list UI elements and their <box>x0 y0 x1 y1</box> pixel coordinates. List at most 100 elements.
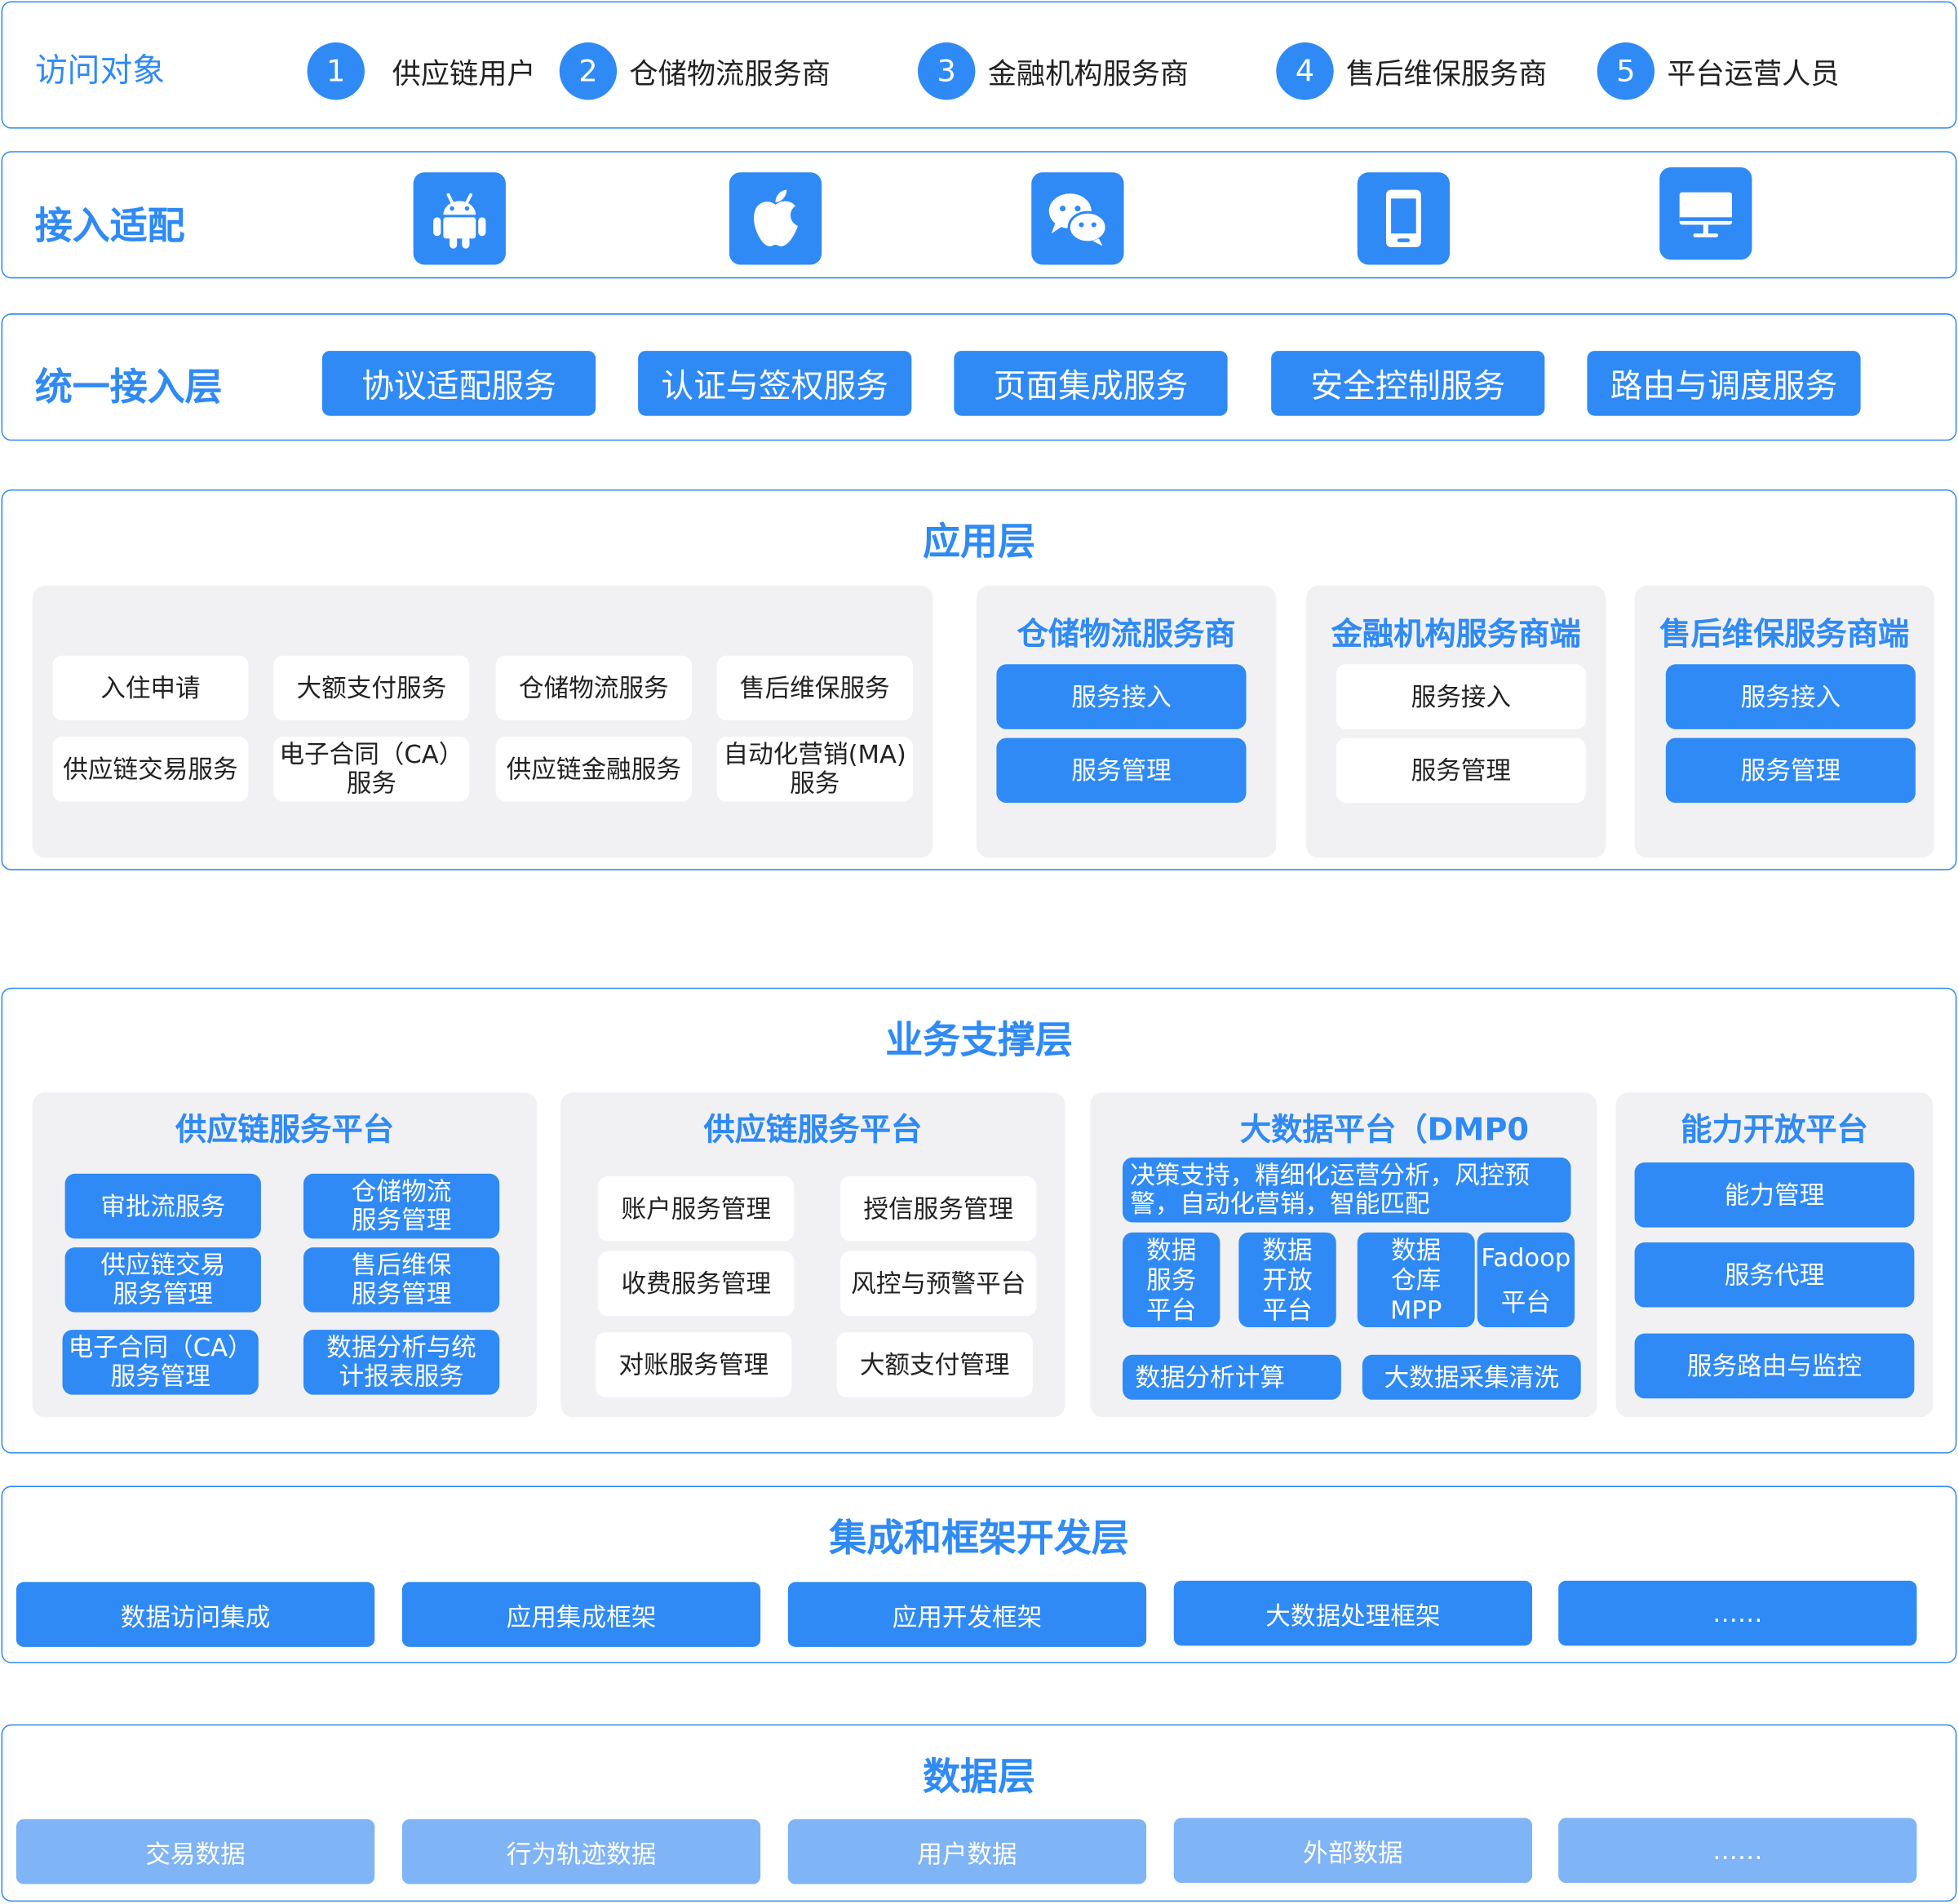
service-routing-monitoring: 服务路由与监控 <box>1634 1333 1915 1399</box>
fadoop-platform: Fadoop 平台 <box>1477 1232 1575 1328</box>
aftersales-service-access: 服务接入 <box>1665 664 1916 729</box>
unified-access-title: 统一接入层 <box>34 365 223 410</box>
data-service-platform: 数据 服务 平台 <box>1123 1232 1220 1328</box>
data-layer-band: 数据层 交易数据 行为轨迹数据 用户数据 外部数据 …… <box>1 1724 1957 1902</box>
user-data: 用户数据 <box>787 1819 1147 1884</box>
visitor-label-1: 供应链用户 <box>392 58 536 91</box>
warehouse-service-management: 仓储物流 服务管理 <box>303 1173 500 1239</box>
access-adapt-title: 接入适配 <box>34 205 185 249</box>
visitor-number-3: 3 <box>917 42 976 100</box>
finance-provider-panel: 金融机构服务商端 服务接入 服务管理 <box>1306 585 1606 858</box>
scm-platform-panel-1: 供应链服务平台 审批流服务 仓储物流 服务管理 供应链交易 服务管理 售后维保 … <box>32 1092 538 1418</box>
risk-warning-platform: 风控与预警平台 <box>840 1251 1037 1317</box>
bigdata-process-framework: 大数据处理框架 <box>1173 1580 1533 1646</box>
visitor-item-1: 1 供应链用户 <box>307 42 536 100</box>
protocol-adapt-service: 协议适配服务 <box>321 351 596 416</box>
app-service-7: 供应链金融服务 <box>495 737 692 802</box>
data-more: …… <box>1558 1818 1917 1884</box>
visitor-label-3: 金融机构服务商 <box>987 58 1189 91</box>
warehouse-provider-panel: 仓储物流服务商 服务接入 服务管理 <box>976 585 1277 858</box>
fee-service-management: 收费服务管理 <box>598 1251 795 1317</box>
app-layer-band: 应用层 入住申请 大额支付服务 仓储物流服务 售后维保服务 供应链交易服务 电子… <box>1 489 1957 870</box>
large-payment-management: 大额支付管理 <box>836 1332 1033 1397</box>
scm-platform-title-1: 供应链服务平台 <box>175 1111 394 1148</box>
biz-layer-title: 业务支撑层 <box>885 1018 1073 1063</box>
finance-provider-title: 金融机构服务商端 <box>1331 615 1581 652</box>
page-integration-service: 页面集成服务 <box>954 351 1228 416</box>
behavior-track-data: 行为轨迹数据 <box>401 1819 761 1884</box>
bigdata-capabilities-banner: 决策支持，精细化运营分析，风控预 警，自动化营销，智能匹配 <box>1123 1157 1571 1223</box>
e-contract-service-management: 电子合同（CA） 服务管理 <box>62 1330 259 1395</box>
data-warehouse-mpp: 数据 仓库 MPP <box>1357 1232 1475 1328</box>
scm-platform-panel-2: 供应链服务平台 账户服务管理 授信服务管理 收费服务管理 风控与预警平台 对账服… <box>560 1092 1065 1418</box>
open-capability-title: 能力开放平台 <box>1681 1111 1868 1148</box>
access-adapt-band: 接入适配 <box>1 151 1957 279</box>
visitor-item-5: 5 平台运营人员 <box>1597 42 1840 100</box>
open-capability-panel: 能力开放平台 能力管理 服务代理 服务路由与监控 <box>1615 1092 1934 1418</box>
visitor-item-3: 3 金融机构服务商 <box>917 42 1189 100</box>
android-icon <box>413 172 506 265</box>
auth-service: 认证与签权服务 <box>638 351 912 416</box>
integration-layer-title: 集成和框架开发层 <box>829 1517 1129 1561</box>
scm-platform-title-2: 供应链服务平台 <box>703 1111 923 1148</box>
visitor-number-4: 4 <box>1276 42 1334 100</box>
aftersales-service-manage: 服务管理 <box>1665 737 1916 804</box>
warehouse-provider-title: 仓储物流服务商 <box>1017 615 1236 652</box>
app-services-panel: 入住申请 大额支付服务 仓储物流服务 售后维保服务 供应链交易服务 电子合同（C… <box>32 585 933 858</box>
finance-service-manage: 服务管理 <box>1336 737 1586 804</box>
mobile-icon <box>1357 172 1451 265</box>
visitors-title: 访问对象 <box>34 52 166 91</box>
visitor-label-5: 平台运营人员 <box>1667 58 1840 91</box>
finance-service-access: 服务接入 <box>1336 664 1586 729</box>
app-service-8: 自动化营销(MA) 服务 <box>716 737 913 802</box>
integration-more: …… <box>1558 1580 1917 1646</box>
service-proxy: 服务代理 <box>1634 1242 1915 1308</box>
capability-management: 能力管理 <box>1634 1162 1915 1228</box>
external-data: 外部数据 <box>1173 1818 1533 1884</box>
data-layer-title: 数据层 <box>923 1756 1035 1800</box>
visitor-label-2: 仓储物流服务商 <box>629 58 831 91</box>
visitor-number-2: 2 <box>559 42 618 100</box>
app-service-4: 售后维保服务 <box>716 655 913 721</box>
data-open-platform: 数据 开放 平台 <box>1238 1232 1336 1328</box>
security-control-service: 安全控制服务 <box>1271 351 1545 416</box>
app-service-2: 大额支付服务 <box>273 655 470 721</box>
aftersales-provider-title: 售后维保服务商端 <box>1659 615 1910 652</box>
app-service-1: 入住申请 <box>52 655 249 721</box>
biz-layer-band: 业务支撑层 供应链服务平台 审批流服务 仓储物流 服务管理 供应链交易 服务管理… <box>1 987 1957 1454</box>
app-service-5: 供应链交易服务 <box>52 737 249 802</box>
approval-flow-service: 审批流服务 <box>64 1173 261 1239</box>
unified-access-band: 统一接入层 协议适配服务 认证与签权服务 页面集成服务 安全控制服务 路由与调度… <box>1 313 1957 441</box>
app-service-6: 电子合同（CA） 服务 <box>273 737 470 802</box>
aftersales-provider-panel: 售后维保服务商端 服务接入 服务管理 <box>1634 585 1934 858</box>
visitor-number-1: 1 <box>307 42 365 100</box>
wechat-icon <box>1031 172 1124 265</box>
account-service-management: 账户服务管理 <box>598 1176 795 1242</box>
data-analysis-compute: 数据分析计算 <box>1123 1354 1341 1400</box>
visitor-item-4: 4 售后维保服务商 <box>1276 42 1547 100</box>
visitor-label-4: 售后维保服务商 <box>1345 58 1548 91</box>
desktop-icon <box>1659 167 1752 260</box>
app-service-3: 仓储物流服务 <box>495 655 692 721</box>
bigdata-platform-panel: 大数据平台（DMP0 决策支持，精细化运营分析，风控预 警，自动化营销，智能匹配… <box>1090 1092 1597 1418</box>
credit-service-management: 授信服务管理 <box>840 1176 1037 1242</box>
app-layer-title: 应用层 <box>923 520 1035 565</box>
bigdata-collect-clean: 大数据采集清洗 <box>1362 1354 1581 1400</box>
visitors-band: 访问对象 1 供应链用户 2 仓储物流服务商 3 金融机构服务商 4 售后维保服… <box>1 1 1957 129</box>
integration-layer-band: 集成和框架开发层 数据访问集成 应用集成框架 应用开发框架 大数据处理框架 …… <box>1 1486 1957 1663</box>
bigdata-platform-title: 大数据平台（DMP0 <box>1239 1111 1530 1148</box>
reconciliation-service-management: 对账服务管理 <box>596 1332 792 1397</box>
data-access-integration: 数据访问集成 <box>16 1582 375 1647</box>
aftersales-service-management: 售后维保 服务管理 <box>303 1247 500 1313</box>
visitor-item-2: 2 仓储物流服务商 <box>559 42 831 100</box>
scm-trade-service-management: 供应链交易 服务管理 <box>64 1247 261 1313</box>
apple-icon <box>729 172 822 265</box>
data-analysis-report-service: 数据分析与统 计报表服务 <box>303 1330 500 1395</box>
transaction-data: 交易数据 <box>16 1819 375 1884</box>
warehouse-service-manage: 服务管理 <box>996 737 1247 804</box>
visitor-number-5: 5 <box>1597 42 1655 100</box>
app-integration-framework: 应用集成框架 <box>401 1582 761 1647</box>
routing-dispatch-service: 路由与调度服务 <box>1587 351 1861 416</box>
warehouse-service-access: 服务接入 <box>996 664 1247 729</box>
